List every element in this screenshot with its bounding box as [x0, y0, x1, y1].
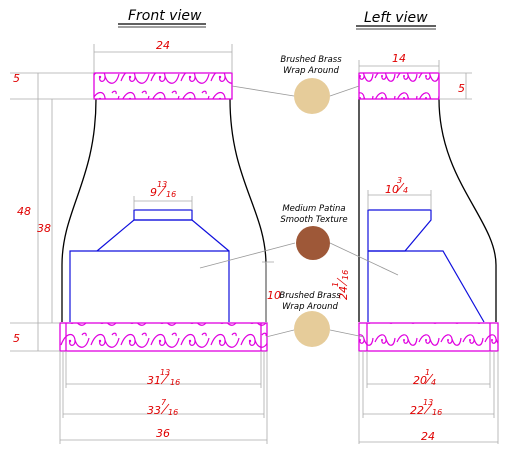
left-base-mid-whole: 22	[410, 404, 424, 417]
front-top-width-label: 24	[156, 39, 170, 52]
patina-swatch	[296, 226, 330, 260]
left-depth-dimension: 24 1 16	[331, 270, 350, 300]
front-base-mid-den: 16	[168, 408, 178, 417]
callout-bottom-line2: Wrap Around	[282, 302, 338, 312]
left-base-width-label: 24	[421, 430, 435, 443]
front-base-width-label: 36	[156, 427, 170, 440]
front-total-height-label: 48	[17, 205, 31, 218]
front-insert-height-label: 10	[267, 289, 281, 302]
callout-bottom: Brushed Brass Wrap Around	[265, 291, 365, 347]
front-box-width-whole: 9	[150, 186, 157, 199]
callout-top-line2: Wrap Around	[283, 66, 339, 76]
front-base-inner-num: 13	[160, 368, 170, 377]
callout-middle: Medium Patina Smooth Texture	[199, 204, 399, 276]
left-view-title: Left view	[364, 10, 428, 26]
front-hood-right-curve	[229, 98, 267, 322]
front-base-mid-num: 7	[161, 398, 167, 407]
left-box-width-num: 3	[397, 176, 402, 185]
left-hood-front-curve	[438, 98, 497, 322]
left-band-height-label: 5	[458, 82, 465, 95]
front-insert-body	[69, 250, 230, 322]
callout-bottom-line1: Brushed Brass	[279, 291, 341, 301]
front-base-inner-den: 16	[170, 378, 180, 387]
front-top-band-ornament	[94, 73, 232, 99]
left-insert-upper	[367, 209, 432, 322]
front-insert-slope	[96, 219, 230, 252]
front-base-inner-whole: 31	[147, 374, 161, 387]
brass-swatch-bottom	[294, 311, 330, 347]
left-top-width-label: 14	[392, 52, 406, 65]
left-bottom-band	[358, 322, 499, 352]
left-depth-num: 1	[331, 282, 340, 287]
left-base-inner-num: 1	[425, 368, 430, 377]
left-base-inner-whole: 20	[413, 374, 427, 387]
front-bottom-band-height-label: 5	[13, 332, 20, 345]
front-top-band-height-label: 5	[13, 72, 20, 85]
front-body-height-label: 38	[37, 222, 51, 235]
left-base-inner-den: 4	[431, 378, 436, 387]
front-view-title: Front view	[128, 8, 202, 24]
front-bottom-band-ornament	[60, 323, 267, 351]
callout-top-line1: Brushed Brass	[280, 55, 342, 65]
callout-middle-line1: Medium Patina	[282, 204, 345, 214]
left-view: 14 5 10 3 4 20 1 4 22 13 16 24	[331, 52, 499, 444]
front-view: 24 5 48 38 5 9 13 16 10 31 13 16	[10, 39, 281, 444]
left-base-mid-den: 16	[432, 408, 442, 417]
front-box-width-den: 16	[166, 190, 176, 199]
left-box-width-whole: 10	[385, 183, 399, 196]
front-box-width-num: 13	[157, 180, 167, 189]
brass-swatch-top	[294, 78, 330, 114]
left-depth-den: 16	[341, 270, 350, 280]
front-hood-left-curve	[61, 98, 97, 322]
left-insert-slope	[368, 250, 485, 323]
left-bottom-band-ornament	[359, 323, 498, 351]
left-box-width-den: 4	[403, 186, 408, 195]
left-depth-whole: 24	[337, 286, 350, 300]
callout-top: Brushed Brass Wrap Around	[231, 55, 360, 114]
front-base-mid-whole: 33	[147, 404, 161, 417]
left-base-mid-num: 13	[423, 398, 433, 407]
front-insert-box	[133, 209, 193, 221]
left-top-band-ornament	[359, 73, 439, 99]
callout-middle-line2: Smooth Texture	[280, 215, 347, 225]
